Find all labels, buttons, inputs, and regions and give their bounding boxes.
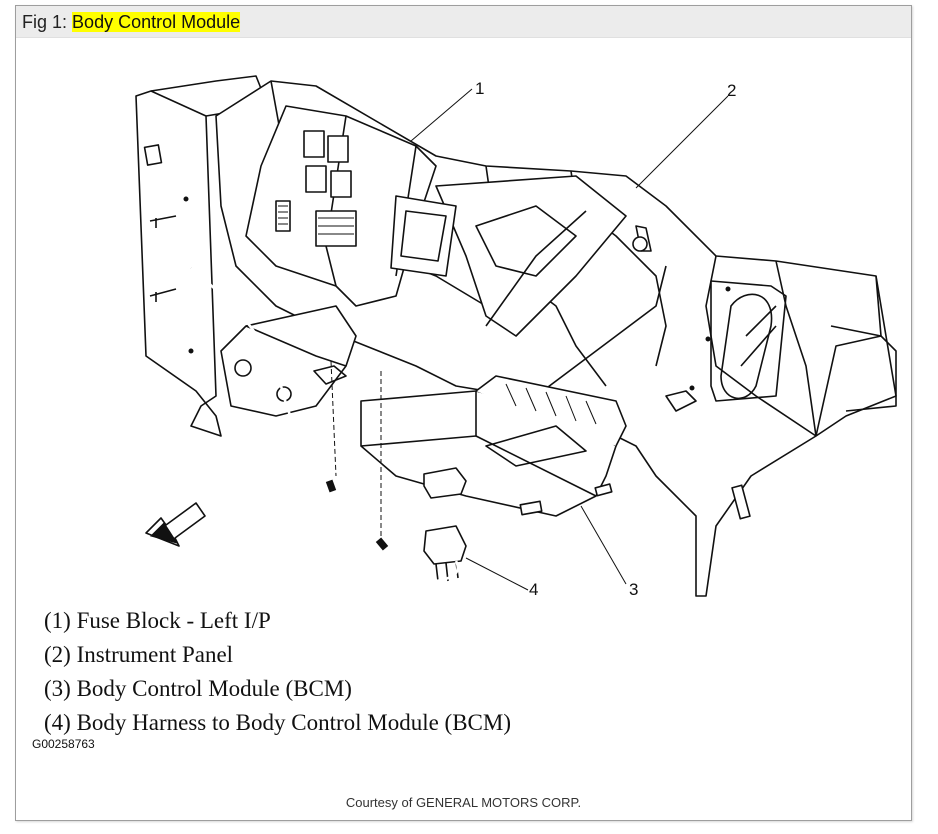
bcm-illustration: 1 2 3 4 [135,75,897,599]
legend-item-body-harness: (4) Body Harness to Body Control Module … [44,710,512,735]
figure-label: Fig 1: [22,12,68,32]
harness-connector-lower [423,525,467,565]
callout-1: 1 [475,79,484,98]
callout-4: 4 [529,580,538,599]
left-bracket [135,90,222,437]
figure-title-bar: Fig 1: Body Control Module [16,6,911,38]
callout-3: 3 [629,580,638,599]
courtesy-credit: Courtesy of GENERAL MOTORS CORP. [345,795,582,810]
forward-direction-arrow [145,502,206,547]
legend-item-bcm: (3) Body Control Module (BCM) [44,676,352,701]
figure-panel: Fig 1: Body Control Module [15,5,912,821]
leader-line-1 [410,88,473,142]
legend-item-fuse-block: (1) Fuse Block - Left I/P [44,608,271,633]
legend-list: (1) Fuse Block - Left I/P (2) Instrument… [44,604,511,740]
fuse-block [245,105,437,307]
leader-line-4 [465,557,529,591]
leader-line-2 [635,95,729,189]
figure-title: Fig 1: Body Control Module [22,12,241,33]
callout-2: 2 [727,81,736,100]
harness-connector-upper [423,467,467,499]
leader-line-3 [580,505,627,585]
legend-item-instrument-panel: (2) Instrument Panel [44,642,234,667]
figure-code: G00258763 [32,737,95,751]
figure-title-highlight: Body Control Module [72,12,241,32]
